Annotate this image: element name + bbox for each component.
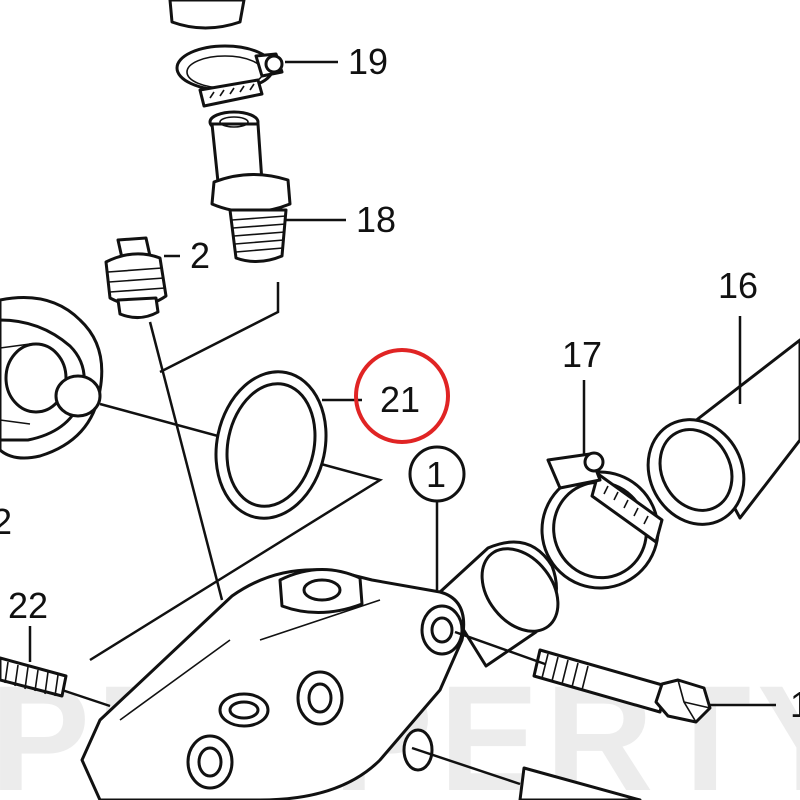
- callout-22: 22: [8, 585, 48, 626]
- part-21-o-ring: [214, 370, 328, 520]
- part-16-hose: [646, 338, 800, 526]
- part-2-plug: [104, 236, 168, 319]
- assembly-line-18: [159, 282, 280, 374]
- part-left-thermostat: [0, 296, 104, 460]
- assembly-line-stud: [61, 688, 111, 708]
- callout-17: 17: [562, 334, 602, 375]
- assembly-line-2: [148, 321, 224, 601]
- callout-2: 2: [190, 235, 210, 276]
- part-22-stud: [0, 656, 68, 698]
- assembly-line-lower: [411, 746, 521, 786]
- part-17-hose-clamp: [540, 451, 664, 590]
- callout-right-edge: 1: [790, 684, 800, 725]
- callout-18: 18: [356, 199, 396, 240]
- part-bolt-lower: [518, 766, 642, 800]
- part-bolt-right: [532, 648, 712, 724]
- assembly-line-left: [89, 402, 384, 662]
- callout-1-ring: [408, 445, 466, 503]
- callout-21-highlight-ring: [354, 348, 450, 444]
- assembly-line-bolt: [454, 630, 546, 666]
- callout-left-edge: 2: [0, 501, 12, 542]
- callout-21: 21: [380, 379, 420, 420]
- callout-19: 19: [348, 41, 388, 82]
- part-19-hose-clamp: [168, 0, 284, 108]
- part-1-housing: [80, 540, 560, 800]
- part-18-hose-nipple: [208, 110, 292, 263]
- callout-1: 1: [426, 454, 446, 495]
- callout-16: 16: [718, 265, 758, 306]
